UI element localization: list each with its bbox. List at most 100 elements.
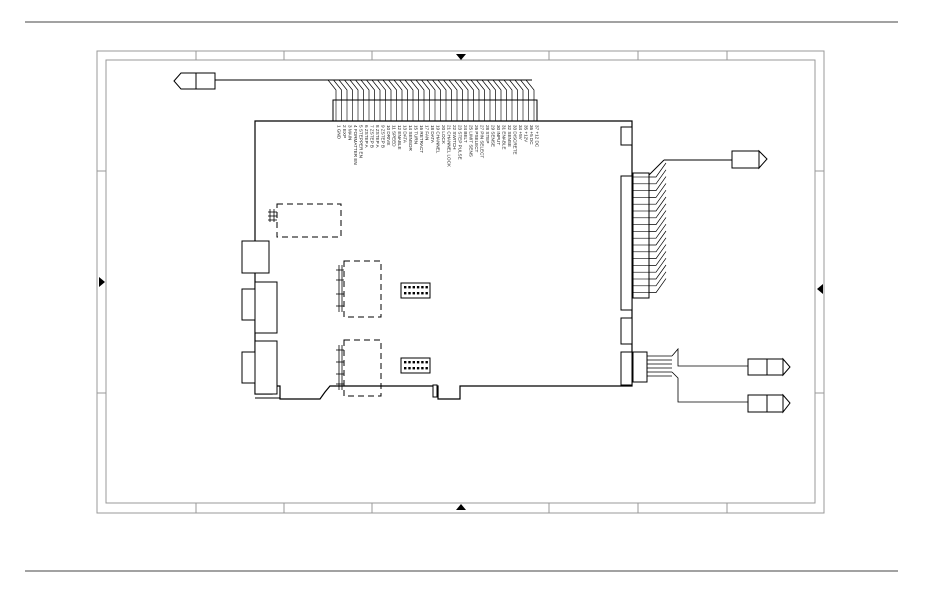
bottom-right-wires [647, 347, 748, 403]
right-fan-wire [649, 271, 667, 287]
board-notch [432, 384, 438, 398]
pin-label: 10 DRIVE [386, 125, 391, 145]
jumper-pin [421, 361, 424, 364]
pin-label: 37 +12 DC [535, 125, 540, 148]
fanout-wire [421, 79, 430, 100]
right-small-pad-top [620, 126, 633, 146]
fanout-wire [371, 79, 381, 100]
pin-label: 11 SPEED [392, 125, 397, 147]
board-outline [254, 120, 633, 400]
fanout-wire [525, 79, 535, 100]
top-cable-fanout [327, 79, 535, 100]
pin-label: 13 DATA [403, 125, 408, 144]
fanout-wire [465, 79, 474, 100]
jumper-pin [416, 286, 420, 289]
frame-zone-ticks [97, 51, 824, 513]
pin-label: 32 SENSE [507, 125, 512, 147]
jumper-pin [416, 361, 420, 364]
pin-label: 26 PSELECT [474, 125, 479, 153]
right-fan-wire [649, 203, 667, 219]
fanout-wire [327, 79, 337, 100]
pin-label: 12 ENABLE [397, 125, 402, 150]
top-left-plug [173, 72, 216, 90]
fanout-wire [476, 79, 485, 100]
pin-label: 18 DATA [430, 125, 435, 144]
jumper-pin [425, 286, 428, 289]
fanout-wire [514, 79, 524, 100]
jumper-pin [412, 286, 415, 289]
fanout-wire [360, 79, 370, 100]
fanout-wire [459, 79, 469, 100]
fanout-wire [333, 79, 342, 100]
fanout-wire [349, 79, 359, 100]
pin-label: 34 +5V [518, 125, 523, 141]
pin-label: 4 FORMATTER EN [353, 125, 358, 165]
jumper-pin [404, 292, 407, 295]
pin-label: 25 LIMIT SENS [469, 125, 474, 157]
jumper-pin [408, 367, 411, 370]
right-fan-wire [649, 244, 667, 259]
pin-label: 5 STEPPER EN [359, 125, 364, 158]
pin-label: 14 SENSOR [408, 125, 413, 151]
jumper-pin [425, 361, 428, 364]
plug-right-top [731, 149, 768, 170]
fanout-wire [382, 79, 392, 100]
fanout-wire [426, 79, 436, 100]
right-fan-wire [649, 183, 667, 198]
right-fan-wire [649, 230, 667, 246]
drawing-frame [96, 50, 825, 514]
jumper-pin [425, 367, 428, 370]
right-fan-wire [649, 169, 667, 185]
right-fan-wire [649, 176, 667, 191]
pin-label: 9 ZSTEP B [381, 125, 386, 148]
fanout-wire [377, 79, 386, 100]
fanout-wire [355, 79, 364, 100]
fanout-wire [481, 79, 491, 100]
right-header-pins [633, 176, 649, 293]
fanout-wire [520, 79, 529, 100]
dashed-block-middle [336, 260, 382, 318]
pin-label: 15 TURN [414, 125, 419, 144]
jumper-pin [421, 367, 424, 370]
fanout-wire [503, 79, 513, 100]
pin-label: 19 CHANNEL [436, 125, 441, 154]
pin-label: 2 EXP [342, 125, 347, 138]
pin-label: 23 STEP PULSE [458, 125, 463, 160]
fanout-wire [509, 79, 518, 100]
pin-label: 22 SWITCH [452, 125, 457, 150]
jumper-pin [412, 292, 415, 295]
jumper-block-upper [400, 282, 431, 299]
jumper-pin [416, 292, 420, 295]
pin-label: 24 BELT [463, 125, 468, 143]
plug-right-middle [747, 357, 791, 377]
jumper-pin [408, 286, 411, 289]
right-cable-fanout [649, 162, 667, 293]
pin-label: 6 ZSTEP A [364, 125, 369, 149]
right-small-pad-middle [620, 317, 633, 345]
right-fan-wire [649, 237, 667, 253]
fanout-wire [432, 79, 441, 100]
pin-label: 31 ENABLE [502, 125, 507, 150]
fanout-wire [448, 79, 458, 100]
dashed-block-top-left [268, 203, 342, 238]
right-fan-wire [649, 264, 667, 280]
bottom-right-header [632, 351, 648, 383]
jumper-pin [421, 286, 424, 289]
pin-label: 3 MAIN [348, 125, 353, 140]
jumper-pin [416, 367, 420, 370]
fanout-wire [498, 79, 507, 100]
pin-label: 21 CHANNEL LOCK [447, 125, 452, 168]
plug-right-bottom [747, 393, 791, 414]
pin-label: 20 LOCK [441, 125, 446, 145]
fanout-wire [437, 79, 447, 100]
right-fan-wire [649, 162, 667, 178]
pin-label: 1 GND [337, 125, 342, 140]
fanout-wire [338, 79, 348, 100]
right-fan-wire [649, 196, 667, 212]
fanout-wire [487, 79, 496, 100]
fanout-wire [470, 79, 480, 100]
jumper-pin [425, 292, 428, 295]
